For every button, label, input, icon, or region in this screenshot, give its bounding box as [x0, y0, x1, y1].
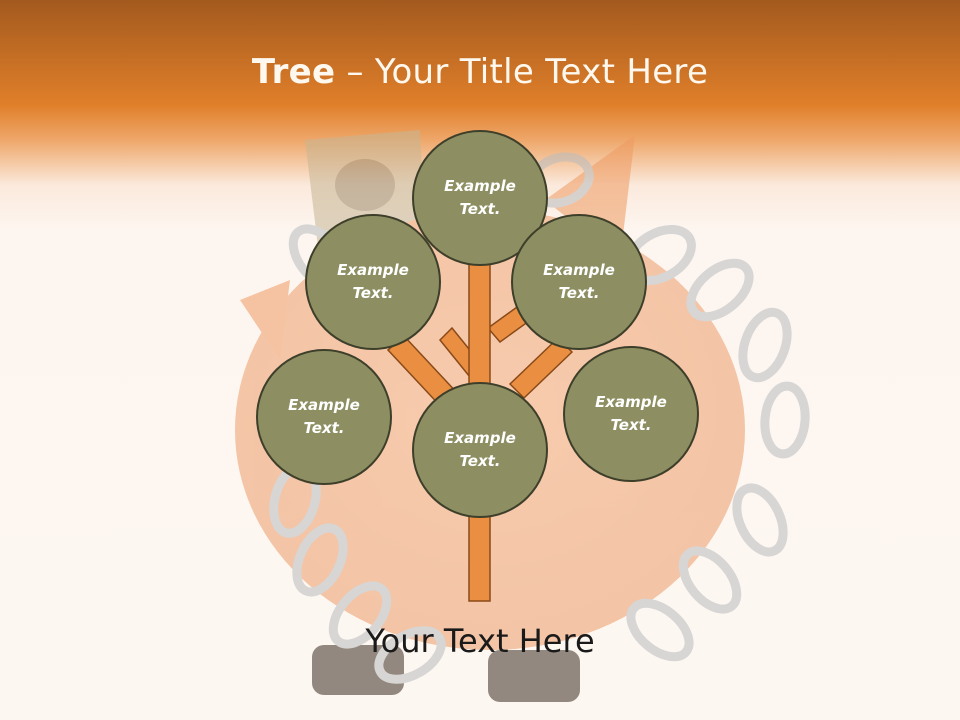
- node-text-line1: Example: [543, 261, 615, 279]
- tree-node-upper-right: Example Text.: [511, 214, 647, 350]
- node-text-line1: Example: [444, 177, 516, 195]
- node-text-line1: Example: [337, 261, 409, 279]
- node-text-line2: Text.: [610, 416, 652, 434]
- title-bold: Tree: [251, 52, 336, 92]
- footer-text: Your Text Here: [365, 622, 595, 660]
- node-text-line1: Example: [444, 429, 516, 447]
- tree-node-lower-right: Example Text.: [563, 346, 699, 482]
- node-text-line2: Text.: [459, 452, 501, 470]
- slide-title: Tree – Your Title Text Here: [0, 52, 960, 92]
- title-rest: – Your Title Text Here: [335, 52, 709, 92]
- node-text-line2: Text.: [352, 284, 394, 302]
- node-text-line1: Example: [595, 393, 667, 411]
- node-text-line2: Text.: [459, 200, 501, 218]
- node-text-line1: Example: [288, 396, 360, 414]
- tree-node-lower-left: Example Text.: [256, 349, 392, 485]
- tree-node-center: Example Text.: [412, 382, 548, 518]
- tree-node-upper-left: Example Text.: [305, 214, 441, 350]
- branch-right-lower: [508, 336, 574, 400]
- node-text-line2: Text.: [558, 284, 600, 302]
- node-text-line2: Text.: [303, 419, 345, 437]
